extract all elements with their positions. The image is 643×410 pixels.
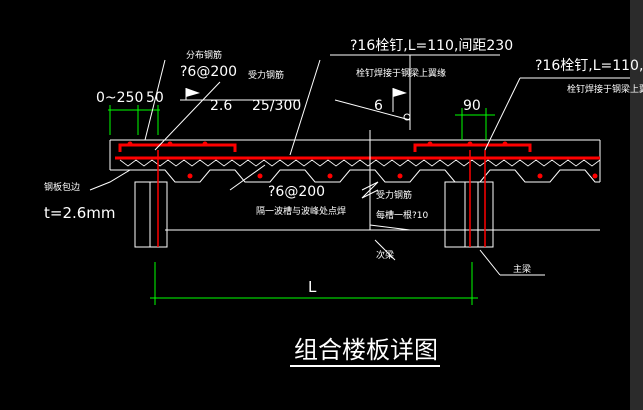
bottom-rebar-spec: ?6@200 [268, 184, 325, 200]
scroll-edge [630, 0, 643, 410]
fifty-label: 50 [146, 90, 164, 106]
left-main-beam [134, 181, 168, 248]
drawing-title: 组合楼板详图 [294, 336, 438, 364]
deck-edge-label: 钢板包边 [44, 181, 80, 193]
slab-outline [109, 139, 601, 231]
stud-left-spec: ?16栓钉,L=110,间距230 [350, 38, 513, 54]
secondary-beam-label: 次梁 [376, 249, 394, 261]
top-rebar-left [118, 143, 237, 152]
deck-corrugation [119, 159, 601, 167]
load-rebar-top-label: 受力钢筋 [248, 69, 284, 81]
beams [134, 130, 494, 248]
ninety-label: 90 [463, 98, 481, 114]
thickness-label: t=2.6mm [44, 204, 116, 222]
six-label: 6 [374, 98, 383, 114]
rebar-group [115, 143, 600, 160]
stud-right-note: 栓钉焊接于钢梁上翼缘 [567, 83, 643, 95]
main-beam-label: 主梁 [513, 263, 531, 275]
dist-rebar-spec: ?6@200 [180, 64, 237, 80]
stud-left-note: 栓钉焊接于钢梁上翼缘 [356, 67, 446, 79]
ratio-label: 25/300 [252, 98, 301, 114]
load-rebar-bot-label: 受力钢筋 [376, 189, 412, 201]
right-main-beam [444, 181, 494, 248]
bottom-rebar-note: 隔一波槽与波峰处点焊 [256, 205, 346, 217]
rebar-dots [127, 141, 598, 179]
range-label: 0~250 [96, 90, 143, 106]
dimensions [108, 105, 495, 305]
stud-right-spec: ?16栓钉,L=110, [535, 58, 643, 74]
flags [185, 88, 407, 112]
leaders [89, 54, 630, 276]
dist-rebar-label: 分布钢筋 [186, 49, 222, 61]
flag-value-label: 2.6 [210, 98, 232, 114]
stud-lines [157, 150, 486, 247]
top-rebar-right [413, 143, 532, 152]
each-trough-label: 每槽一根?10 [376, 209, 429, 221]
span-label: L [308, 278, 317, 296]
